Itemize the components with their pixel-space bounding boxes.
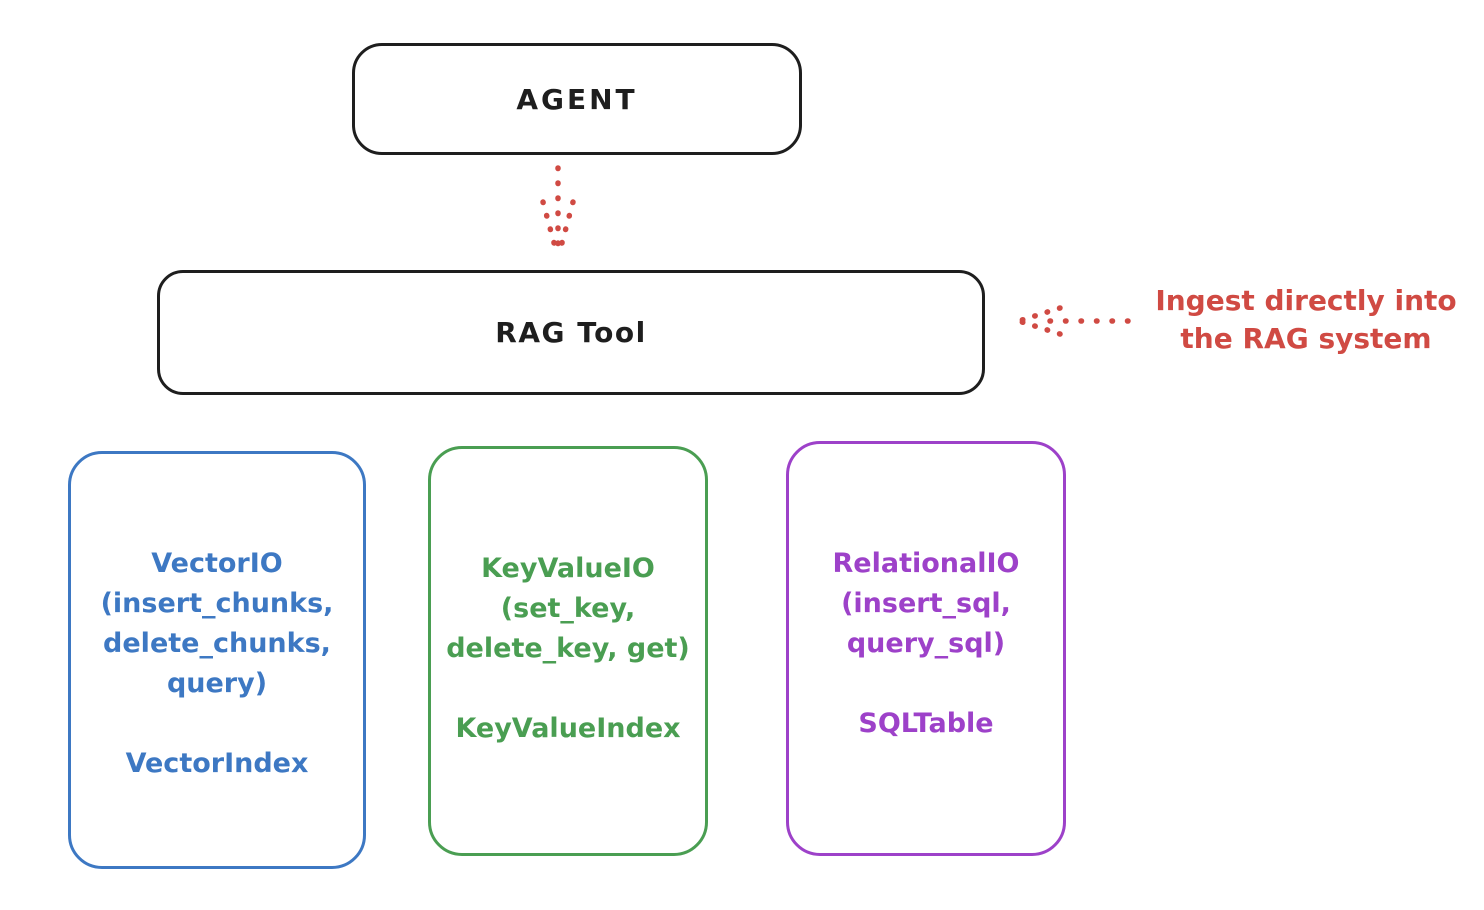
- agent-box: AGENT: [352, 43, 802, 155]
- keyvalue-index-label: KeyValueIndex: [455, 713, 681, 744]
- relational-io-title-line: query_sql): [846, 628, 1006, 659]
- keyvalue-io-box: KeyValueIO (set_key, delete_key, get) Ke…: [428, 446, 708, 856]
- annotation-dotted-arrow-icon: [1019, 305, 1131, 337]
- annotation-line-1: Ingest directly into: [1155, 284, 1457, 317]
- relational-io-box: RelationalIO (insert_sql, query_sql) SQL…: [786, 441, 1066, 856]
- vector-io-box: VectorIO (insert_chunks, delete_chunks, …: [68, 451, 366, 869]
- relational-io-title-line: (insert_sql,: [841, 588, 1011, 619]
- sql-table-label: SQLTable: [858, 708, 994, 739]
- rag-tool-box-label: RAG Tool: [495, 316, 647, 349]
- relational-io-title-line: RelationalIO: [832, 548, 1020, 579]
- keyvalue-io-title-line: (set_key,: [500, 593, 636, 624]
- annotation-line-2: the RAG system: [1180, 322, 1432, 355]
- keyvalue-io-title-line: delete_key, get): [446, 633, 690, 664]
- agent-to-rag-dotted-arrow-icon: [540, 165, 576, 257]
- vector-index-label: VectorIndex: [125, 748, 309, 779]
- rag-tool-box: RAG Tool: [157, 270, 985, 395]
- vector-io-title-line: query): [166, 668, 268, 699]
- agent-box-label: AGENT: [516, 82, 638, 116]
- vector-io-title-line: delete_chunks,: [103, 628, 331, 659]
- vector-io-title-line: VectorIO: [151, 548, 283, 579]
- annotation-text: Ingest directly into the RAG system: [1138, 282, 1474, 358]
- keyvalue-io-title-line: KeyValueIO: [481, 553, 655, 584]
- vector-io-title-line: (insert_chunks,: [100, 588, 334, 619]
